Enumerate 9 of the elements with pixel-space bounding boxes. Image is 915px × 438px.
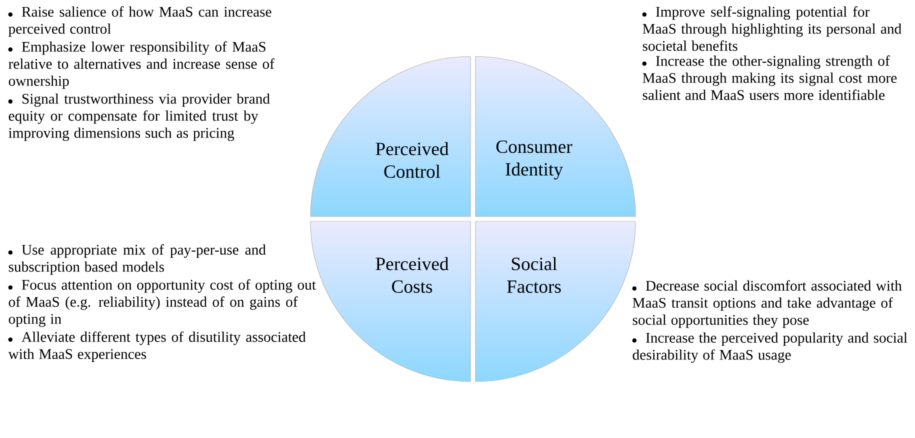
bullet-item: Improve self-signaling potential for MaaS through highlighting its personal and societal benefits bbox=[642, 6, 902, 51]
quadrant-sector: Consumer Identity bbox=[475, 56, 636, 217]
bullet-item: Alleviate different types of disutility associated with MaaS experiences bbox=[8, 331, 306, 362]
bullet-item: Raise salience of how MaaS can increase perceived control bbox=[8, 6, 272, 37]
bullet-item: Signal trustworthiness via provider brand equity or compensate for limited trust by improving dimensions such as pricing bbox=[8, 93, 270, 141]
bullet-item: Increase the other-signaling strength of MaaS through making its signal cost more salient and MaaS users more identifiable bbox=[642, 55, 897, 100]
bullet-item: Use appropriate mix of pay-per-use and subscription based models bbox=[8, 244, 266, 275]
bullet-item: Emphasize lower responsibility of MaaS relative to alternatives and increase sense of ownership bbox=[8, 41, 274, 89]
quadrant-sector: Perceived Control bbox=[310, 56, 471, 217]
